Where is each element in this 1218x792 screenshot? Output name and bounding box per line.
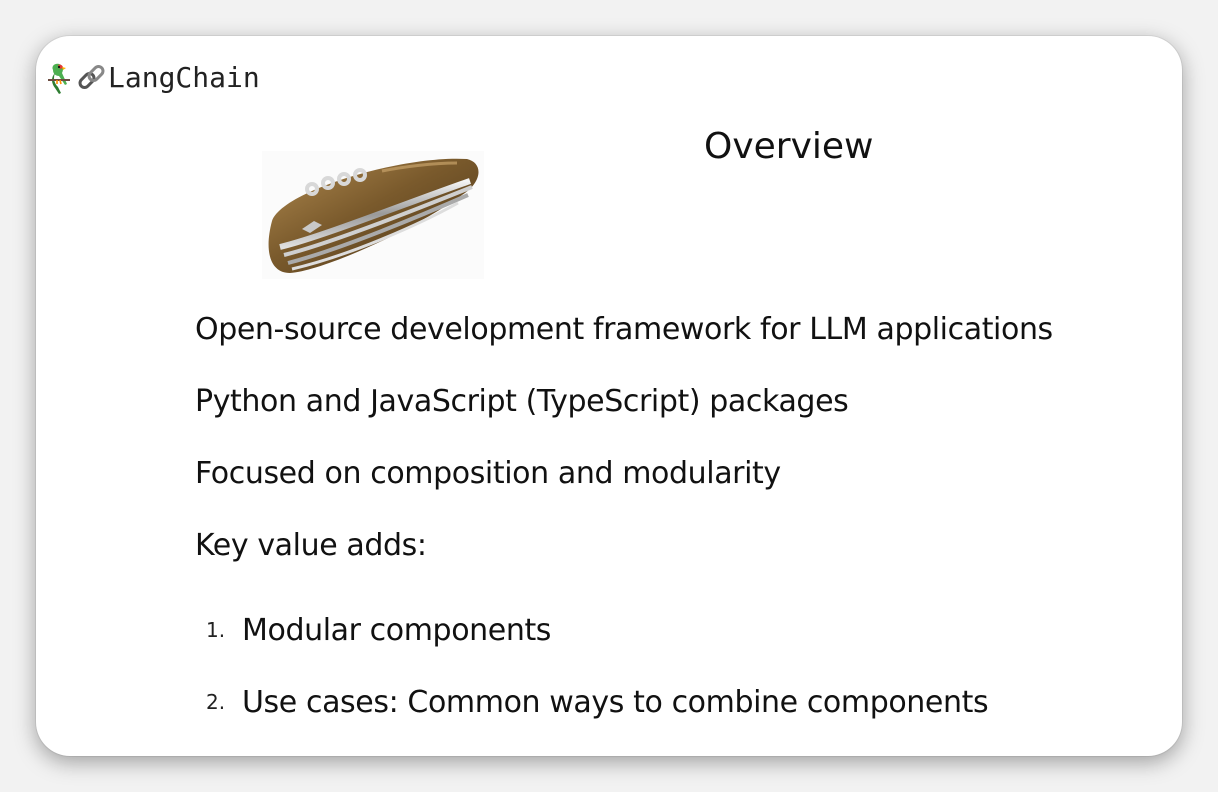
bullet-item: Key value adds:	[195, 528, 427, 563]
list-item-text: Use cases: Common ways to combine compon…	[242, 684, 989, 720]
bullet-item: Python and JavaScript (TypeScript) packa…	[195, 384, 849, 419]
list-item-text: Modular components	[242, 612, 552, 648]
logo-wordmark: LangChain	[108, 61, 260, 94]
slide-card: LangChain	[36, 36, 1182, 756]
slide-title: Overview	[704, 126, 874, 167]
bullet-item: Focused on composition and modularity	[195, 456, 781, 491]
bullet-item: Open-source development framework for LL…	[195, 312, 1053, 347]
numbered-item: 1. Modular components	[206, 594, 988, 666]
list-number: 2.	[206, 690, 226, 714]
parrot-icon	[48, 63, 70, 94]
numbered-item: 2. Use cases: Common ways to combine com…	[206, 666, 989, 738]
link-icon	[78, 65, 105, 89]
langchain-logo: LangChain	[44, 58, 260, 98]
numbered-list: 1. Modular components 2. Use cases: Comm…	[206, 594, 989, 738]
bullet-list: Open-source development framework for LL…	[195, 306, 1053, 594]
pocket-knife-image	[262, 151, 484, 279]
list-number: 1.	[206, 618, 226, 642]
